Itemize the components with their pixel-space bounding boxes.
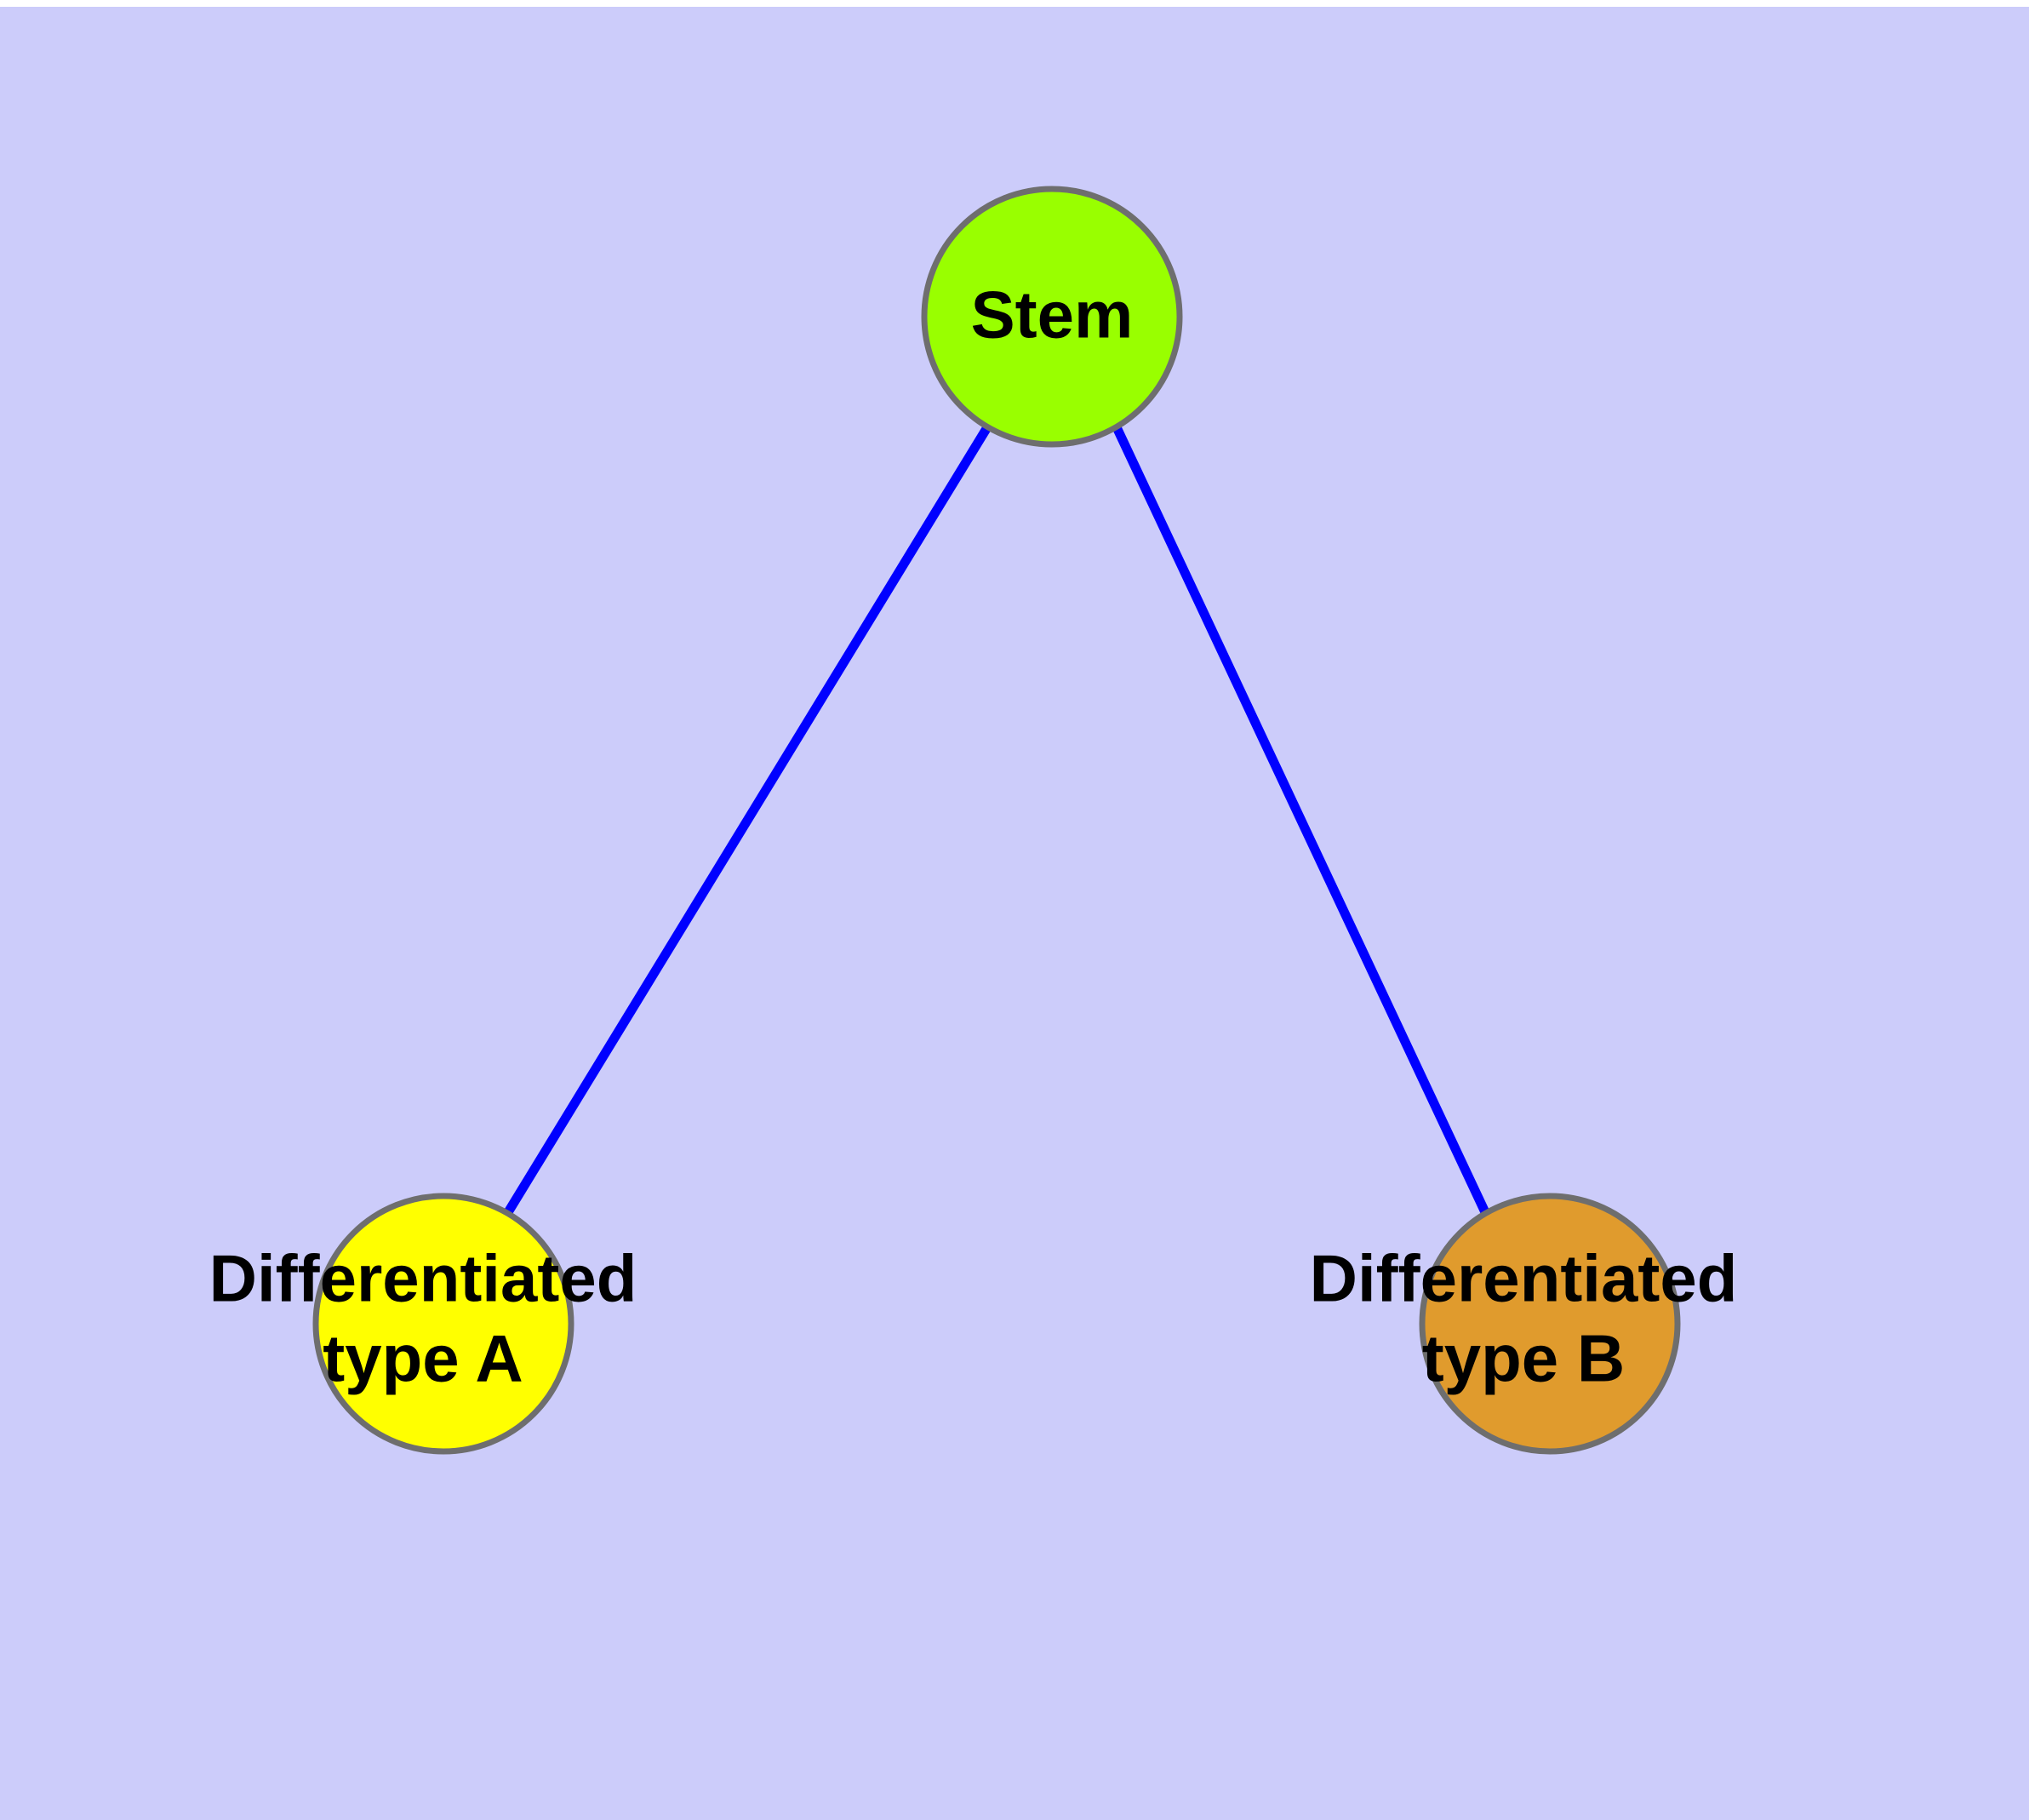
edges-layer: [504, 425, 1489, 1215]
node-label-stem: Stem: [971, 278, 1134, 352]
node-label-differentiated-type-a-line2: type A: [323, 1321, 523, 1396]
labels-layer: Stem Differentiated type A Differentiate…: [209, 278, 1738, 1396]
edge-stem-to-diff-b[interactable]: [1112, 425, 1489, 1215]
nodes-layer: [312, 186, 1681, 1455]
node-label-differentiated-type-b-line1: Differentiated: [1310, 1241, 1738, 1316]
node-label-differentiated-type-b-line2: type B: [1422, 1321, 1625, 1396]
node-stem[interactable]: [921, 186, 1183, 448]
node-differentiated-type-b[interactable]: [1419, 1193, 1681, 1455]
node-differentiated-type-a[interactable]: [312, 1193, 574, 1455]
node-label-differentiated-type-a-line1: Differentiated: [209, 1241, 637, 1316]
edge-stem-to-diff-a[interactable]: [504, 425, 992, 1215]
